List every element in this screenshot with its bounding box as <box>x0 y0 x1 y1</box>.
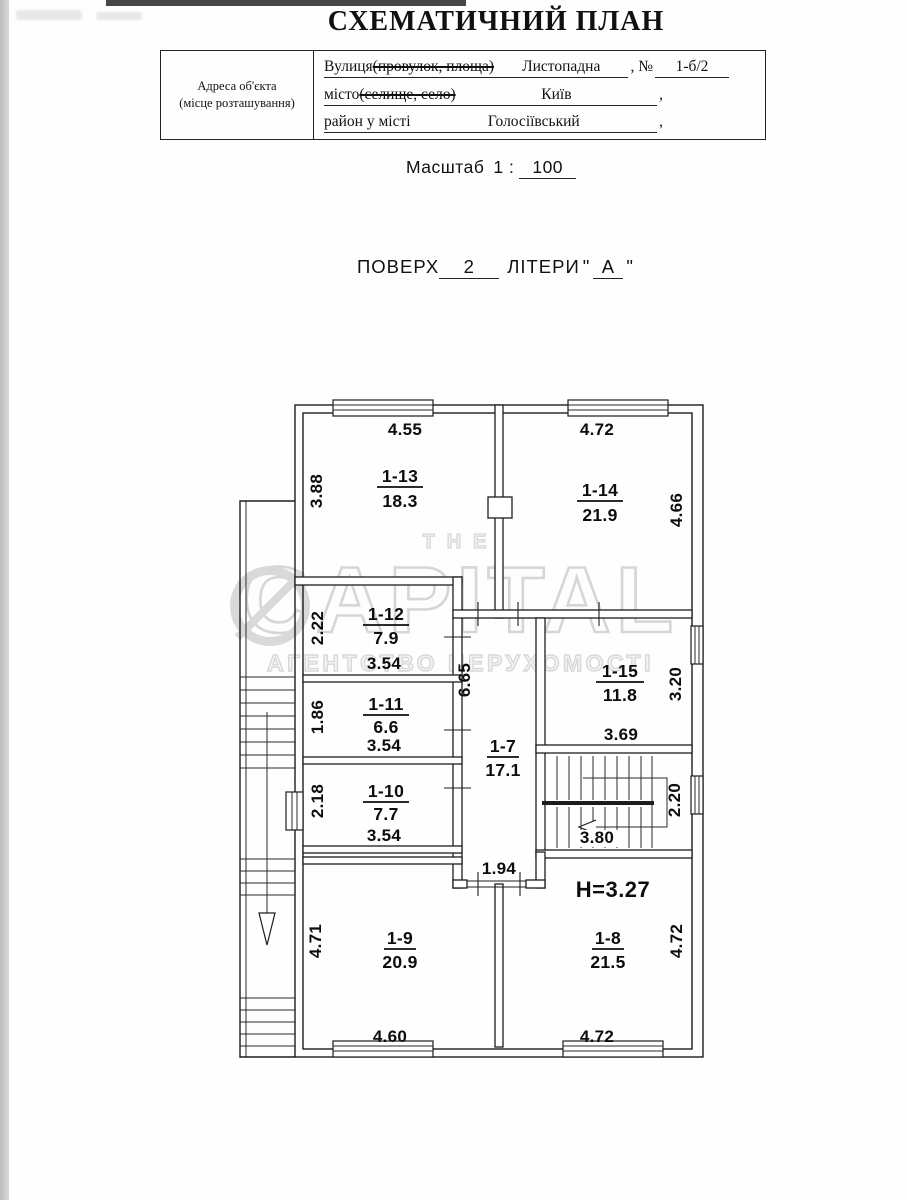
dim-bottom-1-8: 4.72 <box>580 1027 614 1046</box>
dim-corridor-length: 6.65 <box>455 663 474 697</box>
street-number-sign: , № <box>630 58 653 75</box>
room-1-9-area: 20.9 <box>382 952 417 972</box>
building-letter: А <box>593 256 624 279</box>
city-label: місто <box>324 86 360 106</box>
scan-smudge <box>16 10 82 20</box>
room-1-14-id: 1-14 <box>582 480 618 500</box>
address-table-value-cell: Вулиця (провулок, площа) Листопадна , № … <box>314 51 765 139</box>
address-row-city: місто (селище, село) Київ , <box>324 86 751 106</box>
scale-value: 100 <box>519 157 577 179</box>
stair-steps-lower <box>240 997 295 1047</box>
ceiling-height-note: H=3.27 <box>576 877 651 902</box>
room-1-13-area: 18.3 <box>382 491 417 511</box>
dim-left-1-12: 2.22 <box>308 611 327 645</box>
address-row-district: район у місті Голосіївський , <box>324 113 751 133</box>
address-table: Адреса об'єкта (місце розташування) Вули… <box>160 50 766 140</box>
page-title: СХЕМАТИЧНИЙ ПЛАН <box>327 6 665 37</box>
dim-right-stair: 2.20 <box>665 783 684 817</box>
door-openings <box>444 602 600 896</box>
street-value: Листопадна <box>494 58 629 78</box>
letters-label: ЛІТЕРИ <box>507 256 580 277</box>
stair-path-line <box>583 777 668 828</box>
room-1-11-area: 6.6 <box>373 717 398 737</box>
room-1-15-id: 1-15 <box>602 661 638 681</box>
street-number: 1-б/2 <box>655 58 729 78</box>
dim-bottom-1-9: 4.60 <box>373 1027 407 1046</box>
room-1-9-id: 1-9 <box>387 928 413 948</box>
room-1-12-id: 1-12 <box>368 604 404 624</box>
address-label-line1: Адреса об'єкта <box>197 79 277 94</box>
open-quote: " <box>582 256 591 277</box>
city-struck-label: (селище, село) <box>359 86 456 106</box>
floor-number: 2 <box>439 256 500 279</box>
dim-right-1-15: 3.20 <box>666 667 685 701</box>
dim-left-1-13: 3.88 <box>307 474 326 508</box>
room-1-12-area: 7.9 <box>373 628 398 648</box>
dim-stair-run: 3.80 <box>580 828 614 847</box>
dim-width-1-15: 3.69 <box>604 725 638 744</box>
dim-width-1-10: 3.54 <box>367 826 402 845</box>
dim-top-1-13: 4.55 <box>388 420 422 439</box>
scale-line: Масштаб 1 : 100 <box>406 157 577 179</box>
dim-top-1-14: 4.72 <box>580 420 614 439</box>
room-1-11-id: 1-11 <box>368 694 403 714</box>
scan-edge-strip <box>0 0 9 1200</box>
room-1-15-area: 11.8 <box>603 685 637 705</box>
district-value: Голосіївський <box>410 113 658 133</box>
floor-plan-drawing: 4.55 4.72 3.88 4.66 1-13 18.3 1-14 21.9 … <box>239 399 704 1058</box>
city-value: Київ <box>455 86 658 106</box>
dim-corridor-opening: 1.94 <box>482 859 517 878</box>
dim-width-1-11: 3.54 <box>367 736 402 755</box>
room-1-8-area: 21.5 <box>590 952 625 972</box>
plan-labels: 4.55 4.72 3.88 4.66 1-13 18.3 1-14 21.9 … <box>306 420 686 1046</box>
address-row-street: Вулиця (провулок, площа) Листопадна , № … <box>324 58 751 78</box>
room-1-7-area: 17.1 <box>485 760 520 780</box>
dim-left-1-9: 4.71 <box>306 924 325 958</box>
room-1-10-area: 7.7 <box>373 804 398 824</box>
dim-width-1-12: 3.54 <box>367 654 402 673</box>
dim-right-1-8: 4.72 <box>667 924 686 958</box>
chimney-duct <box>487 496 513 519</box>
district-label: район у місті <box>324 113 411 133</box>
room-1-8-id: 1-8 <box>595 928 621 948</box>
external-staircase <box>239 500 295 1058</box>
dim-right-1-14: 4.66 <box>667 493 686 527</box>
interior-walls <box>294 404 693 1048</box>
address-label-line2: (місце розташування) <box>179 96 295 110</box>
internal-staircase <box>542 756 668 848</box>
address-table-label-cell: Адреса об'єкта (місце розташування) <box>161 51 314 139</box>
city-comma: , <box>659 85 663 103</box>
dim-left-1-10: 2.18 <box>308 784 327 818</box>
room-1-7-id: 1-7 <box>490 736 516 756</box>
scan-artifact-bar <box>106 0 466 6</box>
floor-label: ПОВЕРХ <box>357 256 440 277</box>
scale-ratio-prefix: 1 : <box>493 157 515 177</box>
room-1-10-id: 1-10 <box>368 781 404 801</box>
label-backing <box>570 830 624 847</box>
street-label: Вулиця <box>324 58 373 78</box>
floor-line: ПОВЕРХ 2 ЛІТЕРИ " А " <box>357 256 637 279</box>
room-1-14-area: 21.9 <box>582 505 617 525</box>
room-1-13-id: 1-13 <box>382 466 418 486</box>
scan-smudge <box>96 12 142 20</box>
street-struck-label: (провулок, площа) <box>372 58 495 78</box>
windows <box>285 399 704 1058</box>
close-quote: " <box>626 256 634 277</box>
district-comma: , <box>659 113 663 130</box>
dim-left-1-11: 1.86 <box>308 700 327 734</box>
scale-label: Масштаб <box>406 157 485 177</box>
stair-direction-arrow <box>258 912 276 946</box>
